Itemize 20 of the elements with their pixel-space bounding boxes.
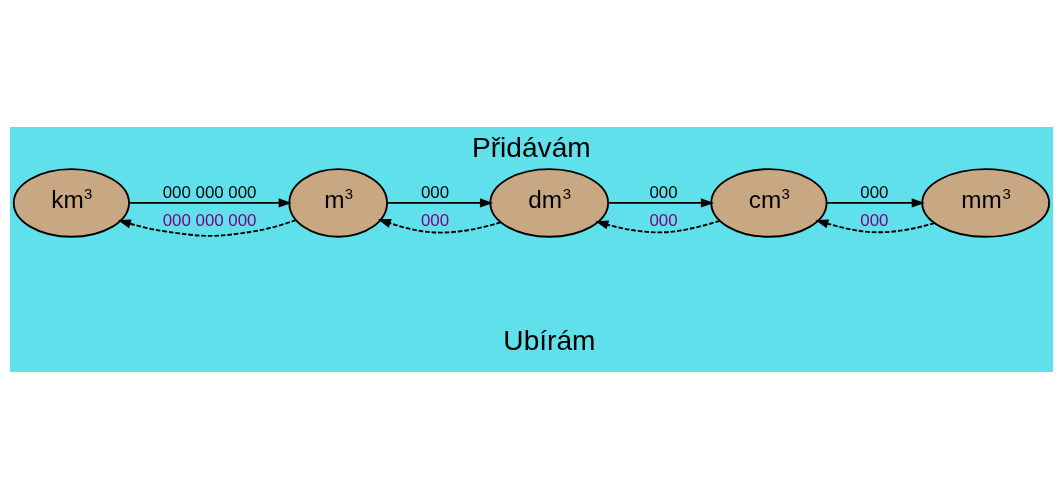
edge-label: 000 <box>420 210 450 230</box>
diagram-title: Přidávám <box>472 131 591 163</box>
caption: Ubírám <box>503 324 596 356</box>
edge-label: 000 <box>420 182 450 202</box>
arrow <box>377 219 502 234</box>
edge-label: 000 <box>649 182 678 202</box>
edge-label: 000 <box>649 210 678 230</box>
edge-label: 000 000 000 <box>162 182 257 202</box>
arrow <box>128 198 292 208</box>
edge-label: 000 000 000 <box>162 210 257 230</box>
arrow <box>825 198 925 208</box>
node-ellipse: m$^{3}$ <box>288 168 388 238</box>
edge-label: 000 <box>860 210 889 230</box>
arrow <box>815 219 936 234</box>
edge-label: 000 <box>860 182 889 202</box>
arrow <box>595 219 721 234</box>
arrow <box>117 219 297 237</box>
node-ellipse: mm$^{3}$ <box>921 168 1051 238</box>
arrow <box>607 198 714 208</box>
arrow <box>386 198 494 208</box>
